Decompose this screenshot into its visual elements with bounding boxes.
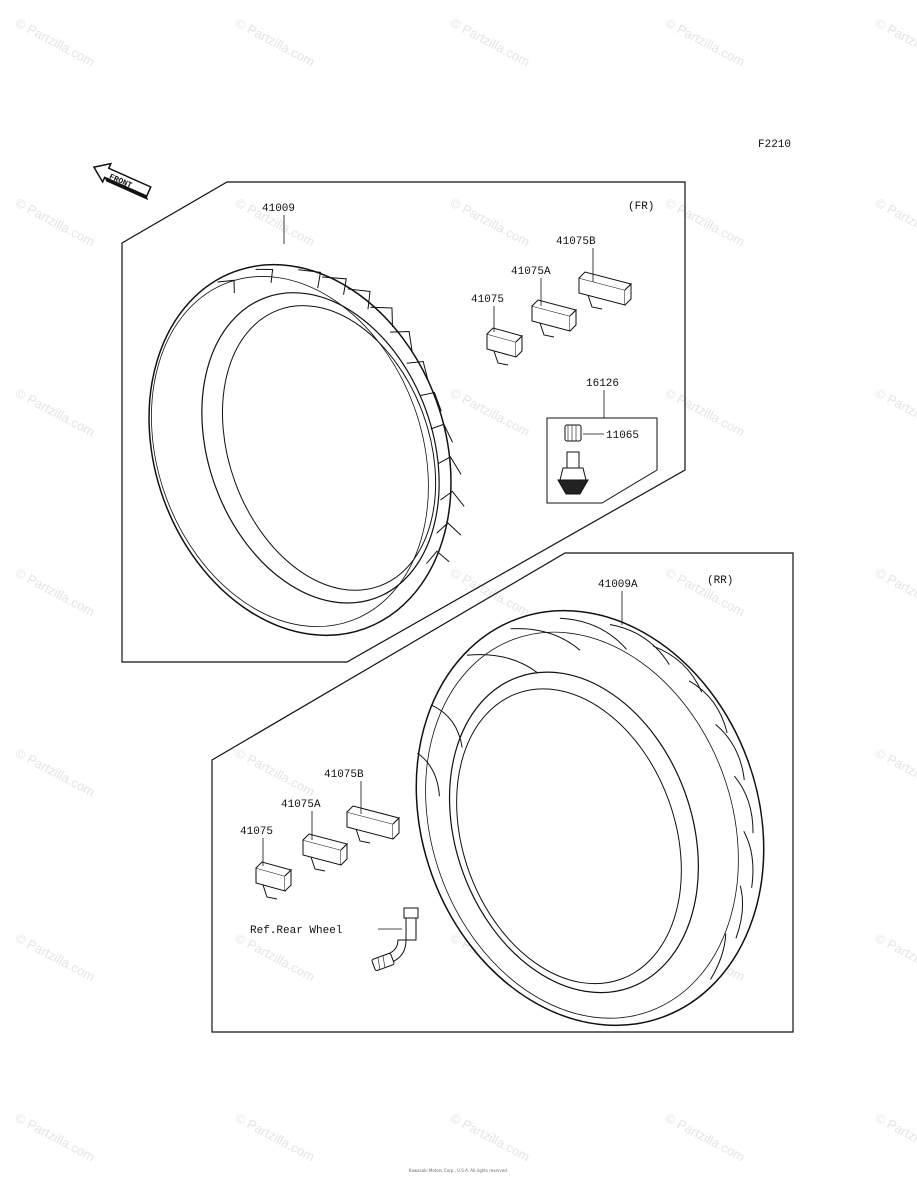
front-weight-41075b-label: 41075B bbox=[556, 236, 596, 248]
front-weight-41075-image bbox=[486, 327, 523, 366]
rear-weight-41075a-label: 41075A bbox=[281, 799, 321, 811]
rear-weight-41075a-image bbox=[302, 833, 348, 872]
rear-valve-reference-label: Ref.Rear Wheel bbox=[250, 925, 342, 937]
valve-stem-icon bbox=[557, 451, 589, 495]
front-weight-41075-label: 41075 bbox=[471, 294, 504, 306]
valve-cap-icon bbox=[564, 424, 582, 442]
front-weight-41075b-image bbox=[578, 271, 632, 310]
rear-section-tag: (RR) bbox=[707, 575, 733, 587]
copyright-footer: Kawasaki Motors Corp., U.S.A. All rights… bbox=[408, 1168, 509, 1173]
rear-tire-part-number: 41009A bbox=[598, 579, 638, 591]
rear-weight-41075-image bbox=[255, 861, 292, 900]
front-arrow-icon: FRONT bbox=[92, 162, 152, 201]
rear-weight-41075-label: 41075 bbox=[240, 826, 273, 838]
diagram-code: F2210 bbox=[758, 139, 791, 151]
rear-weight-41075b-label: 41075B bbox=[324, 769, 364, 781]
rear-tire-image bbox=[415, 609, 765, 1027]
front-valve-assembly-label: 16126 bbox=[586, 378, 619, 390]
front-tire-image bbox=[148, 263, 465, 637]
front-section-tag: (FR) bbox=[628, 201, 654, 213]
front-weight-41075a-label: 41075A bbox=[511, 266, 551, 278]
angled-valve-stem-icon bbox=[371, 907, 419, 971]
front-valve-cap-label: 11065 bbox=[606, 430, 639, 442]
front-tire-part-number: 41009 bbox=[262, 203, 295, 215]
front-weight-41075a-image bbox=[531, 299, 577, 338]
front-panel-outline bbox=[121, 181, 686, 663]
rear-weight-41075b-image bbox=[346, 805, 400, 844]
rear-panel-outline bbox=[211, 552, 794, 1033]
front-valve-box bbox=[546, 417, 658, 504]
